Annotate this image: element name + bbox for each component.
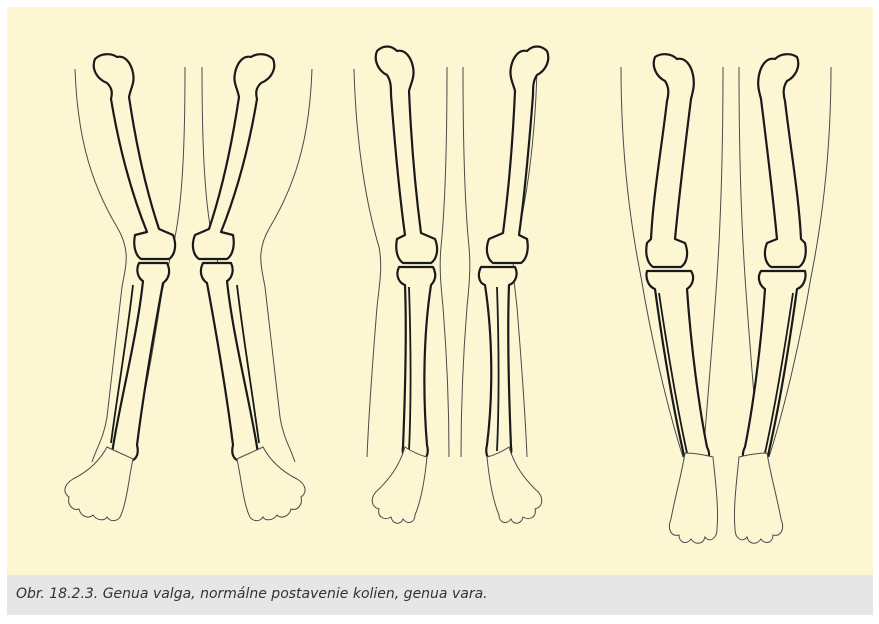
figure-caption: Obr. 18.2.3. Genua valga, normálne posta… — [16, 586, 488, 602]
illustration-panel — [7, 7, 873, 575]
genua-valga-legs — [65, 54, 312, 520]
normal-knees-legs — [354, 47, 548, 524]
figure: Obr. 18.2.3. Genua valga, normálne posta… — [7, 7, 873, 615]
genua-vara-legs — [621, 54, 831, 543]
legs-illustration — [7, 7, 873, 575]
caption-bar: Obr. 18.2.3. Genua valga, normálne posta… — [7, 575, 873, 615]
